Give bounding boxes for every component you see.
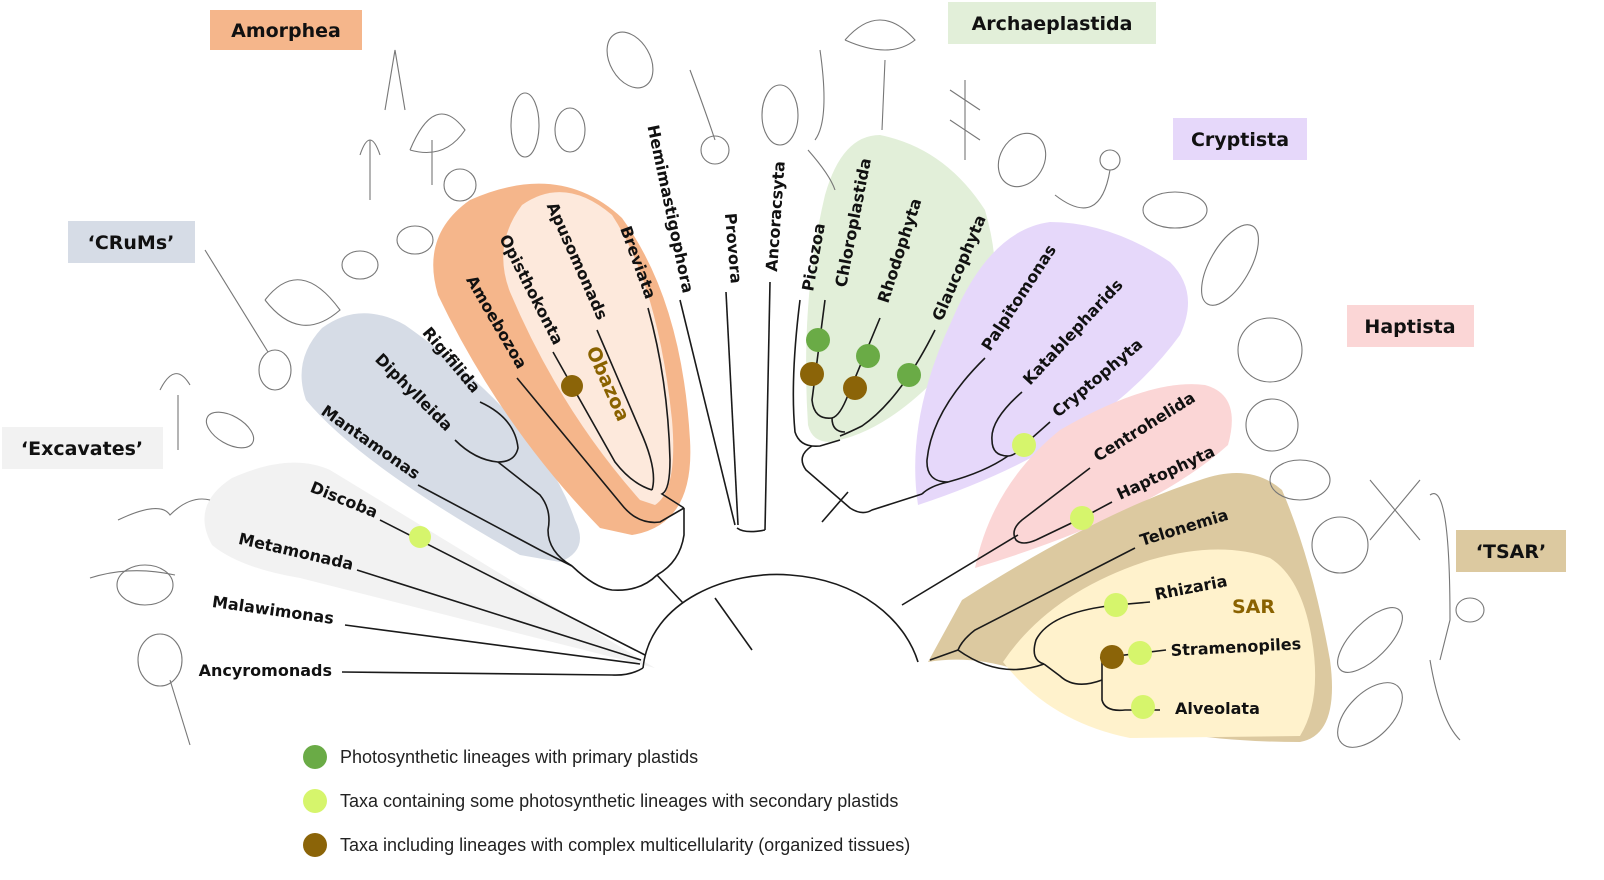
legend-item-multicellularity: Taxa including lineages with complex mul… (303, 833, 910, 857)
taxon-label-ancoracsyta: Ancoracsyta (762, 160, 789, 272)
secondary-plastid-marker (1128, 641, 1152, 665)
organism-sketch (1311, 516, 1369, 574)
organism-sketch (1142, 191, 1208, 229)
taxon-label-provora: Provora (721, 212, 746, 284)
organism-sketch (384, 49, 406, 111)
organism-sketch (700, 135, 730, 165)
secondary-plastid-marker (1012, 433, 1036, 457)
svg-text:Photosynthetic lineages with p: Photosynthetic lineages with primary pla… (340, 747, 698, 767)
organism-sketch (341, 250, 379, 280)
subgroup-label-sar: SAR (1232, 596, 1275, 618)
organism-sketch (1099, 149, 1121, 171)
organism-sketch (554, 107, 586, 153)
group-label-excavates: ‘Excavates’ (2, 427, 163, 469)
crums-region (301, 313, 580, 562)
organism-sketch (1429, 493, 1461, 741)
taxon-label-ancyromonads: Ancyromonads (199, 661, 332, 680)
svg-text:‘TSAR’: ‘TSAR’ (1476, 541, 1546, 563)
organism-sketch (1337, 607, 1403, 673)
secondary-plastid-marker (1104, 593, 1128, 617)
svg-text:Archaeplastida: Archaeplastida (972, 13, 1133, 35)
trait-markers (409, 328, 1155, 719)
organism-sketch (443, 168, 477, 202)
svg-text:Taxa containing some photosynt: Taxa containing some photosynthetic line… (340, 791, 898, 811)
organism-sketch (1201, 224, 1259, 306)
secondary-plastid-marker (1070, 506, 1094, 530)
primary-plastid-marker (856, 344, 880, 368)
taxon-label-alveolata: Alveolata (1175, 699, 1260, 718)
organism-sketch (807, 49, 836, 191)
primary-plastid-icon (303, 745, 327, 769)
organism-sketch (1369, 479, 1421, 541)
organism-sketch (761, 84, 799, 146)
organism-sketch (258, 349, 292, 391)
group-label-haptista: Haptista (1347, 305, 1474, 347)
secondary-plastid-marker (409, 526, 431, 548)
organism-sketch (117, 498, 211, 521)
legend-item-primary-plastids: Photosynthetic lineages with primary pla… (303, 745, 698, 769)
organism-sketch (205, 411, 255, 449)
primary-plastid-marker (897, 363, 921, 387)
taxon-label-malawimonas: Malawimonas (211, 592, 335, 628)
organism-sketch (359, 139, 381, 200)
organism-sketch (606, 31, 654, 89)
group-label-tsar: ‘TSAR’ (1456, 530, 1566, 572)
organism-sketch (997, 132, 1047, 188)
organism-sketch (1269, 459, 1331, 501)
organism-sketch (1237, 317, 1303, 383)
svg-text:Amorphea: Amorphea (231, 20, 341, 42)
svg-text:Haptista: Haptista (1364, 316, 1455, 338)
primary-plastid-marker (806, 328, 830, 352)
organism-sketch (396, 225, 434, 255)
organism-sketch (1337, 682, 1403, 748)
svg-text:‘CRuMs’: ‘CRuMs’ (88, 232, 175, 254)
organism-sketch (1245, 398, 1299, 452)
organism-sketch (409, 113, 466, 185)
organism-sketches (89, 19, 1485, 748)
svg-text:Cryptista: Cryptista (1191, 129, 1289, 151)
multicellularity-icon (303, 833, 327, 857)
organism-sketch (264, 279, 341, 326)
organism-sketch (116, 564, 174, 606)
multicellularity-marker (800, 362, 824, 386)
svg-text:Taxa including lineages with c: Taxa including lineages with complex mul… (340, 835, 910, 855)
group-label-amorphea: Amorphea (210, 10, 362, 50)
excavates-region (204, 462, 655, 668)
legend-item-secondary-plastids: Taxa containing some photosynthetic line… (303, 789, 898, 813)
organism-sketch (510, 92, 540, 158)
group-label-crums: ‘CRuMs’ (68, 221, 195, 263)
multicellularity-marker (843, 376, 867, 400)
tree-branches (341, 281, 1167, 712)
legend: Photosynthetic lineages with primary pla… (303, 745, 910, 857)
organism-sketch (949, 80, 981, 160)
organism-sketch (844, 19, 916, 131)
haptista-region (975, 384, 1232, 568)
multicellularity-marker (1100, 645, 1124, 669)
group-label-archaeplastida: Archaeplastida (948, 2, 1156, 44)
svg-text:‘Excavates’: ‘Excavates’ (21, 438, 143, 460)
organism-sketch (137, 633, 183, 687)
secondary-plastid-marker (1131, 695, 1155, 719)
group-label-cryptista: Cryptista (1173, 118, 1307, 160)
organism-sketch (1455, 597, 1485, 623)
organism-sketch (159, 373, 191, 450)
sar-region (1003, 549, 1316, 738)
cryptista-region (915, 222, 1188, 505)
obazoa-region (503, 192, 674, 505)
secondary-plastid-icon (303, 789, 327, 813)
multicellularity-marker (561, 375, 583, 397)
